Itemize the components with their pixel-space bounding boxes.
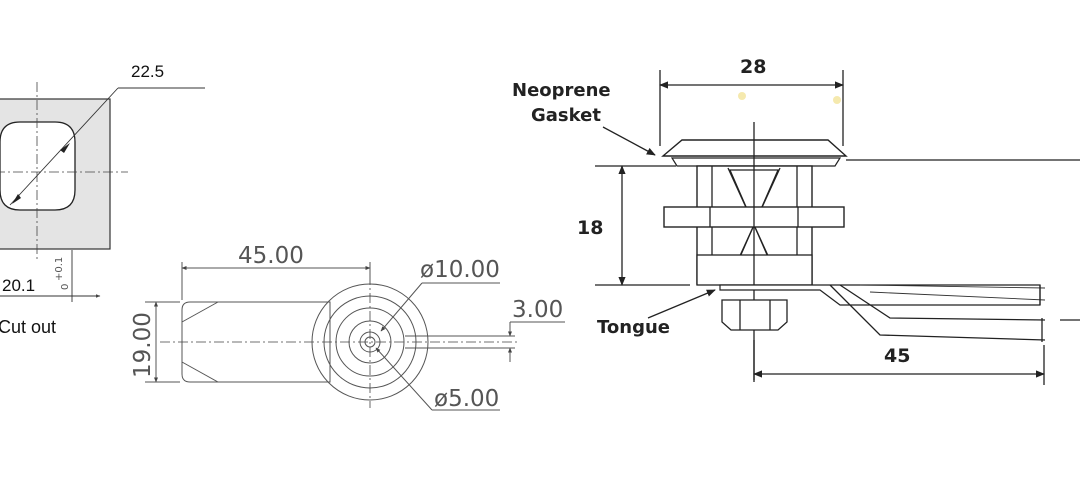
side-height-dim: 18 [577,217,603,239]
side-tongue-length-dim: 45 [884,345,910,367]
cutout-width-dim: 20.1 [2,276,35,295]
tongue-label: Tongue [597,317,670,338]
cutout-view: 22.5 20.1 +0.1 0 Cut out [0,62,205,337]
tongue-height-dim: 19.00 [130,312,156,378]
gasket-leader [602,126,656,156]
tongue-top-view: 45.00 19.00 ø10.00 ø5.00 3.00 [130,243,565,412]
side-top-width-dim: 28 [740,56,766,78]
tongue-inner-dia-dim: ø5.00 [434,386,499,412]
cutout-diagonal-dim: 22.5 [131,62,164,81]
tongue-length-dim: 45.00 [238,243,304,269]
cutout-tolerance-zero: 0 [60,284,71,290]
lock-side-view: 28 18 45 Neoprene Gasket Tongue [512,56,1080,385]
tongue-outer-dia-dim: ø10.00 [420,257,500,283]
tongue-leader [647,289,716,319]
cutout-label: Cut out [0,317,56,337]
cutout-tolerance: +0.1 [54,257,65,281]
tongue-thickness-dim: 3.00 [512,297,563,323]
cutout-hole [0,121,76,211]
gasket-label-line2: Gasket [531,105,601,126]
gasket-label-line1: Neoprene [512,80,611,101]
